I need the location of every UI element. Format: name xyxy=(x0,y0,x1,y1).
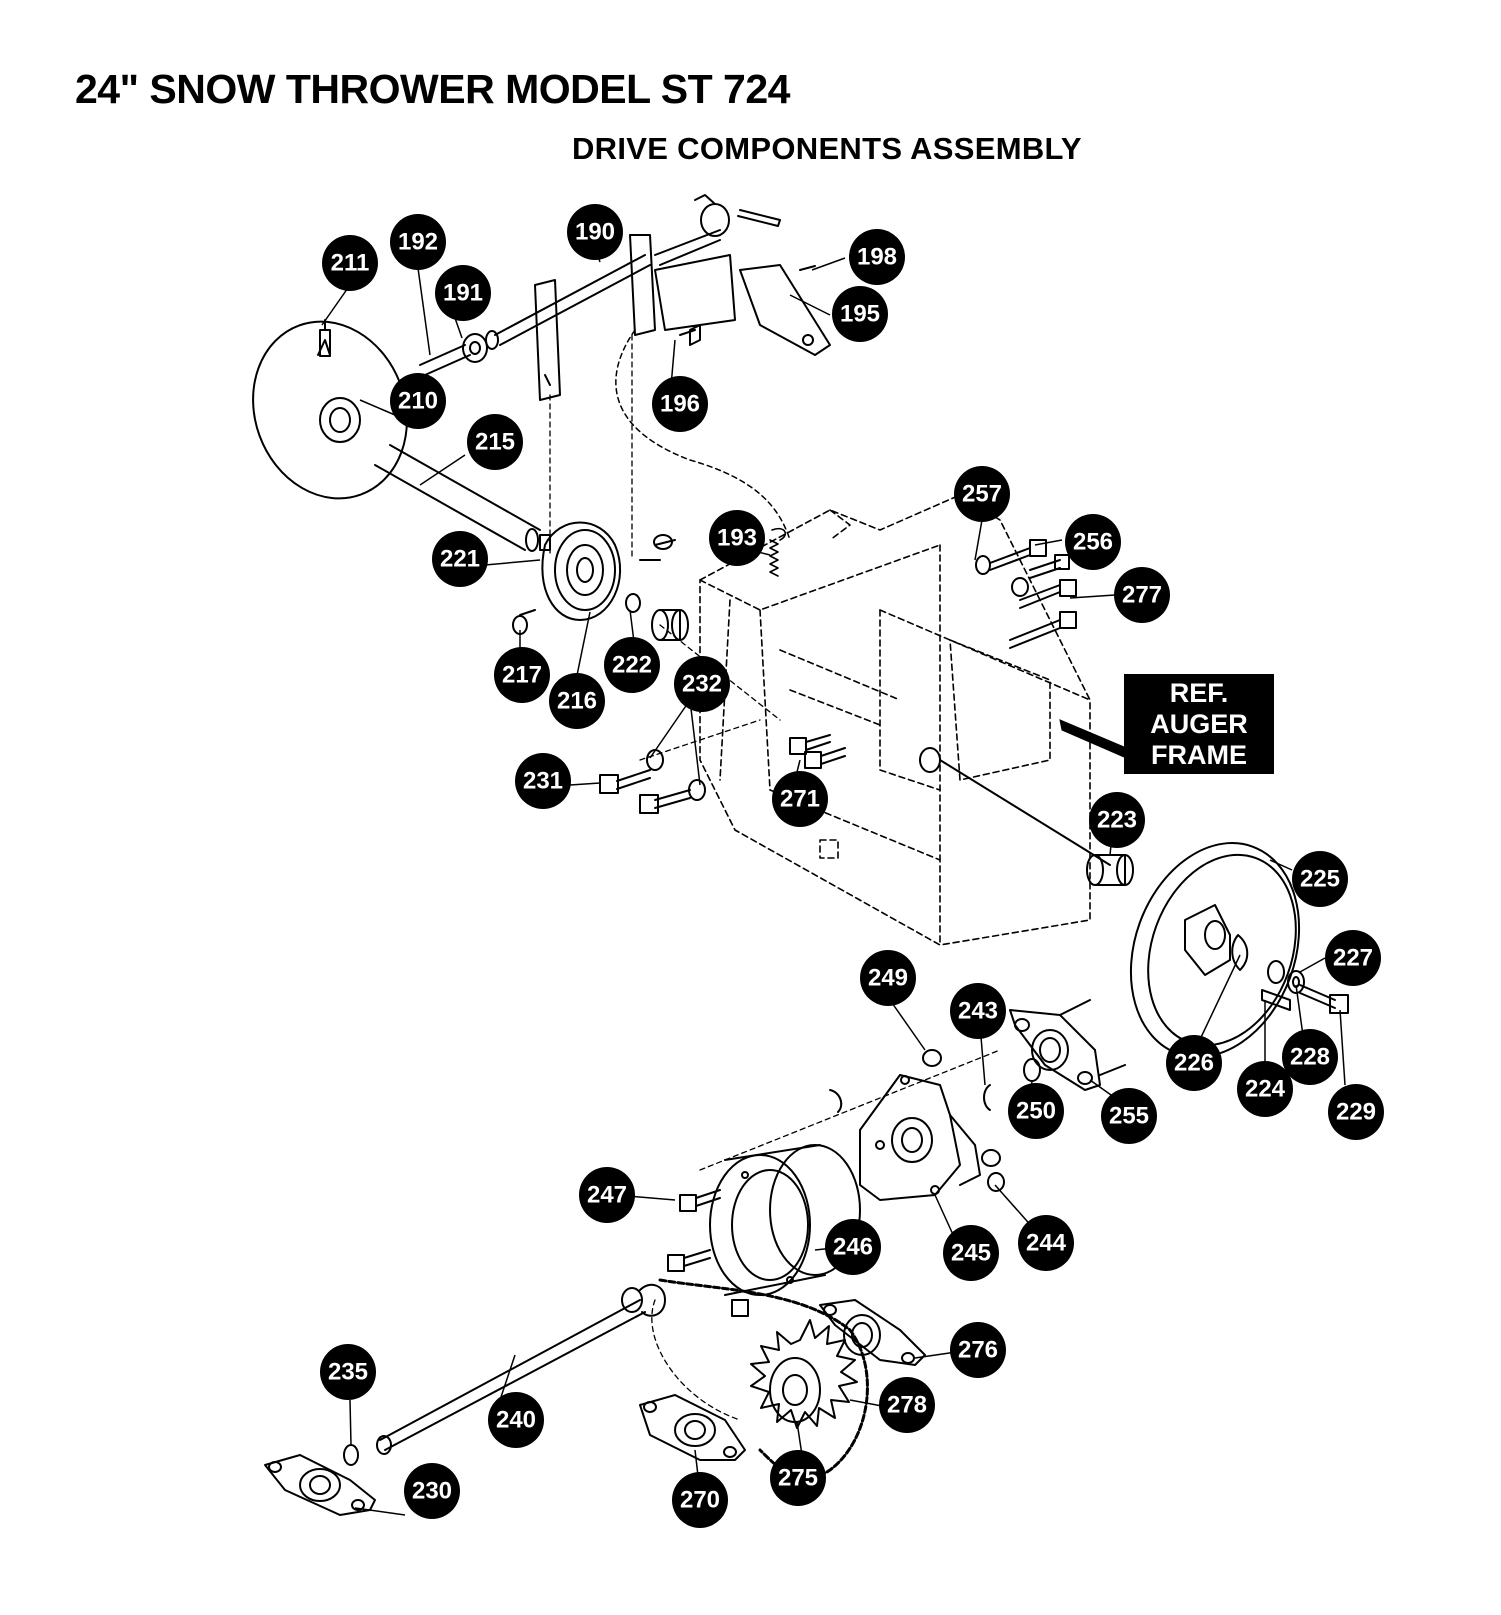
callout-198: 198 xyxy=(857,244,897,271)
callout-221: 221 xyxy=(440,546,480,573)
callout-230: 230 xyxy=(412,1478,452,1505)
ref-arrow xyxy=(1059,719,1125,758)
callout-231: 231 xyxy=(523,768,563,795)
alignment-guides xyxy=(549,334,1001,1171)
clip-upper-left xyxy=(829,1089,843,1113)
upper-shaft-assembly xyxy=(419,194,831,401)
bolts-upper-right xyxy=(975,539,1077,649)
callout-247: 247 xyxy=(587,1182,627,1209)
callout-255: 255 xyxy=(1109,1103,1149,1130)
sprocket-275 xyxy=(750,1319,858,1429)
callout-249: 249 xyxy=(868,965,908,992)
callout-224: 224 xyxy=(1245,1076,1286,1103)
ref-line-1: REF. xyxy=(1169,678,1229,708)
spring-193 xyxy=(769,527,787,577)
callout-191: 191 xyxy=(443,280,483,307)
cable-193-path xyxy=(615,329,791,541)
callout-229: 229 xyxy=(1336,1099,1376,1126)
callout-256: 256 xyxy=(1073,529,1113,556)
drum-246 xyxy=(709,1144,861,1296)
callout-193: 193 xyxy=(717,525,757,552)
bolts-271 xyxy=(789,734,846,769)
clip-243 xyxy=(983,1084,991,1111)
callout-192: 192 xyxy=(398,229,438,256)
reference-auger-frame-label: REF. AUGER FRAME xyxy=(1124,674,1274,774)
callout-190: 190 xyxy=(575,219,615,246)
callout-222: 222 xyxy=(612,652,652,679)
friction-wheel-216 xyxy=(512,521,676,635)
callout-210: 210 xyxy=(398,388,438,415)
bearing-flange-230 xyxy=(264,1444,376,1516)
bearing-flange-255 xyxy=(1009,999,1126,1091)
callout-226: 226 xyxy=(1174,1050,1214,1077)
bolts-247 xyxy=(667,1189,749,1317)
callout-195: 195 xyxy=(840,301,880,328)
shaft-215 xyxy=(374,444,551,552)
callout-228: 228 xyxy=(1290,1044,1330,1071)
callout-243: 243 xyxy=(958,998,998,1025)
bearing-flange-276 xyxy=(819,1299,926,1366)
callout-275: 275 xyxy=(778,1465,818,1492)
page-subtitle: DRIVE COMPONENTS ASSEMBLY xyxy=(572,131,1082,166)
callout-240: 240 xyxy=(496,1407,536,1434)
ref-line-2: AUGER xyxy=(1150,709,1248,739)
ref-line-3: FRAME xyxy=(1151,740,1247,770)
callout-250: 250 xyxy=(1016,1098,1056,1125)
housing-245 xyxy=(859,1049,1005,1201)
callout-277: 277 xyxy=(1122,582,1162,609)
callout-271: 271 xyxy=(780,786,820,813)
callout-196: 196 xyxy=(660,391,700,418)
chain-dashed-return xyxy=(651,1299,741,1421)
callout-215: 215 xyxy=(475,429,515,456)
callout-211: 211 xyxy=(331,250,370,277)
callout-216: 216 xyxy=(557,688,597,715)
callout-245: 245 xyxy=(951,1240,991,1267)
callout-257: 257 xyxy=(962,481,1002,508)
spacer-222 xyxy=(651,609,689,641)
callout-circles xyxy=(320,204,1384,1528)
page-title: 24" SNOW THROWER MODEL ST 724 xyxy=(75,66,790,112)
callout-225: 225 xyxy=(1300,866,1340,893)
callout-276: 276 xyxy=(958,1337,998,1364)
callout-223: 223 xyxy=(1097,807,1137,834)
callout-217: 217 xyxy=(502,662,542,689)
bearing-flange-270 xyxy=(639,1394,746,1461)
callout-227: 227 xyxy=(1333,945,1373,972)
callout-246: 246 xyxy=(833,1234,873,1261)
callout-232: 232 xyxy=(682,671,722,698)
callout-235: 235 xyxy=(328,1359,368,1386)
washer-250 xyxy=(1023,1058,1041,1082)
callout-270: 270 xyxy=(680,1487,720,1514)
callout-244: 244 xyxy=(1026,1230,1067,1257)
main-frame-outline xyxy=(699,494,1091,946)
bolts-231-232 xyxy=(599,749,706,814)
callout-278: 278 xyxy=(887,1392,927,1419)
